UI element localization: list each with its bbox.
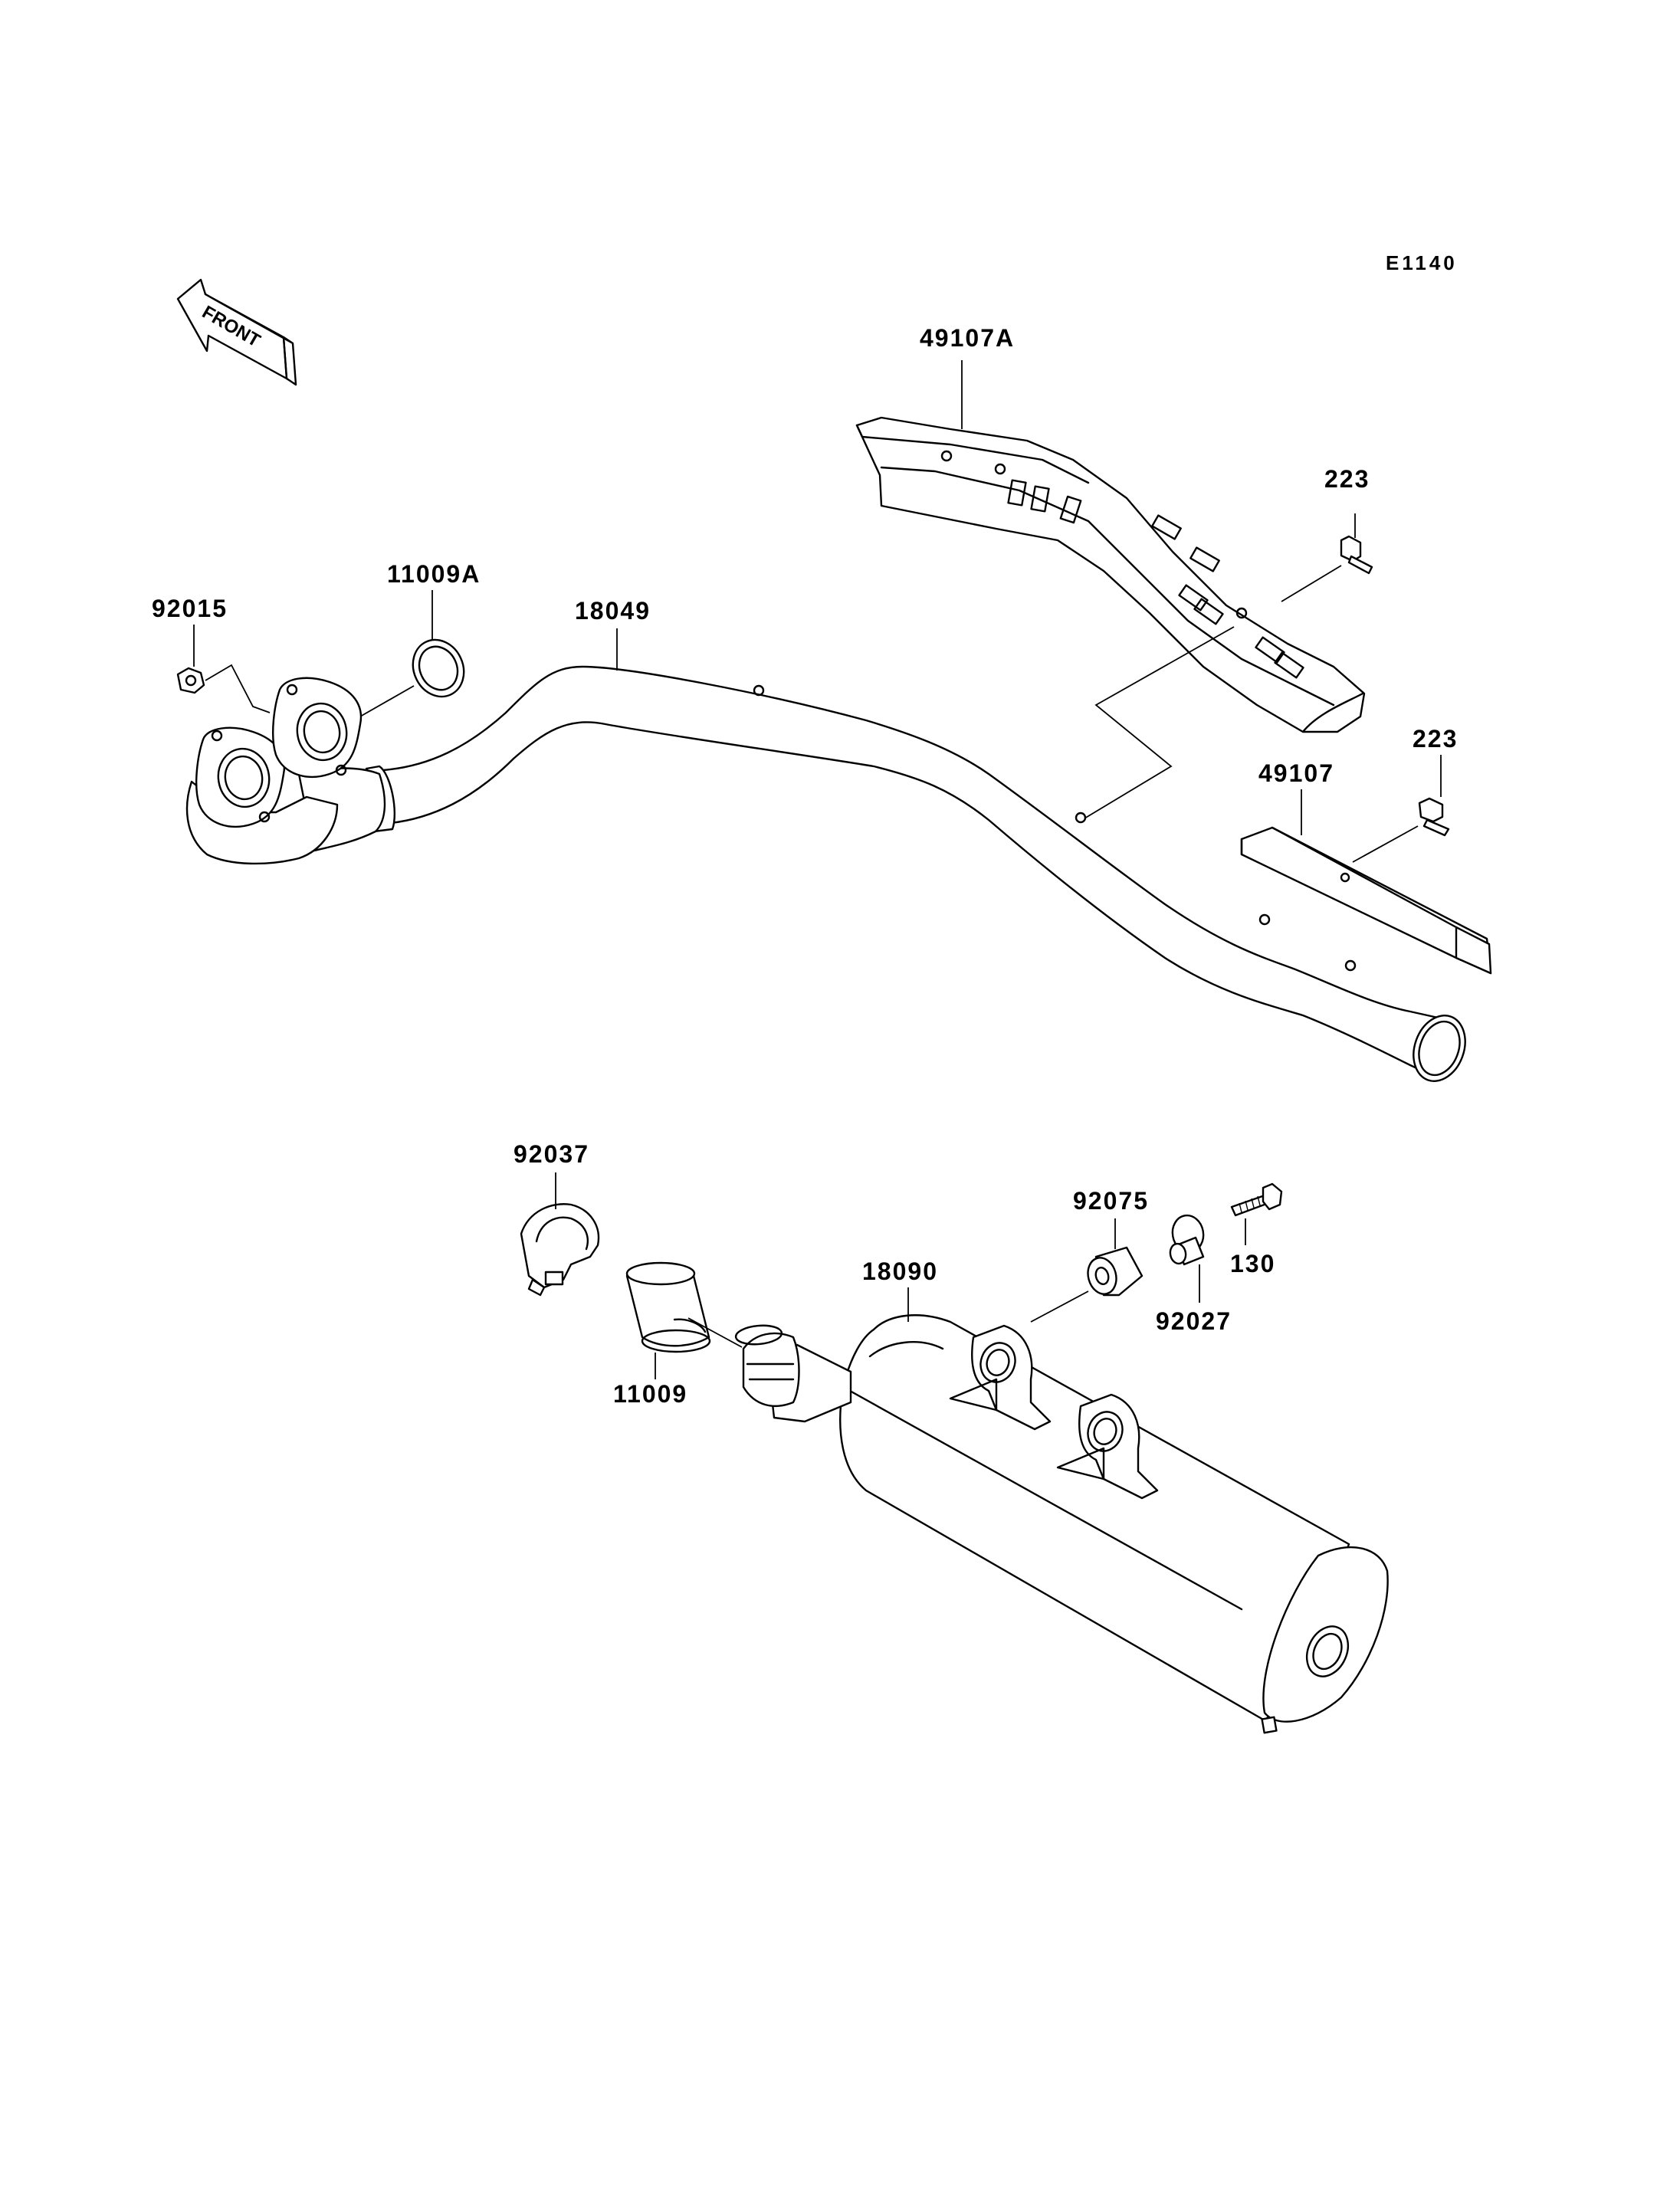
sleeve-11009	[625, 1261, 711, 1353]
callout-92075: 92075	[1073, 1187, 1149, 1215]
callout-92027: 92027	[1156, 1307, 1232, 1335]
callout-11009A: 11009A	[387, 560, 481, 588]
washer-92027	[1169, 1214, 1205, 1266]
callout-130: 130	[1230, 1250, 1275, 1277]
muffler-18090	[734, 1314, 1389, 1734]
bolt-130	[1230, 1182, 1283, 1217]
clamp-92037	[520, 1203, 600, 1297]
callout-223-lower: 223	[1413, 725, 1458, 753]
callout-18049: 18049	[575, 597, 651, 625]
callout-18090: 18090	[862, 1258, 938, 1285]
callout-92037: 92037	[514, 1140, 589, 1168]
callout-223-upper: 223	[1324, 465, 1370, 493]
heat-guard-lower	[1240, 826, 1492, 975]
diagram-code: E1140	[1386, 251, 1458, 274]
nut-92015	[176, 667, 205, 694]
collar-92075	[1087, 1246, 1144, 1297]
callout-11009: 11009	[613, 1380, 687, 1408]
callout-49107: 49107	[1258, 759, 1334, 787]
heat-guard-upper	[855, 416, 1366, 733]
front-arrow-icon: FRONT	[176, 278, 297, 386]
bolt-223-upper	[1340, 535, 1373, 575]
gasket-11009A	[412, 638, 465, 698]
callout-49107A: 49107A	[920, 324, 1015, 352]
bolt-223-lower	[1418, 797, 1450, 837]
exhaust-pipe-18049	[185, 665, 1466, 1082]
callout-92015: 92015	[152, 595, 228, 622]
